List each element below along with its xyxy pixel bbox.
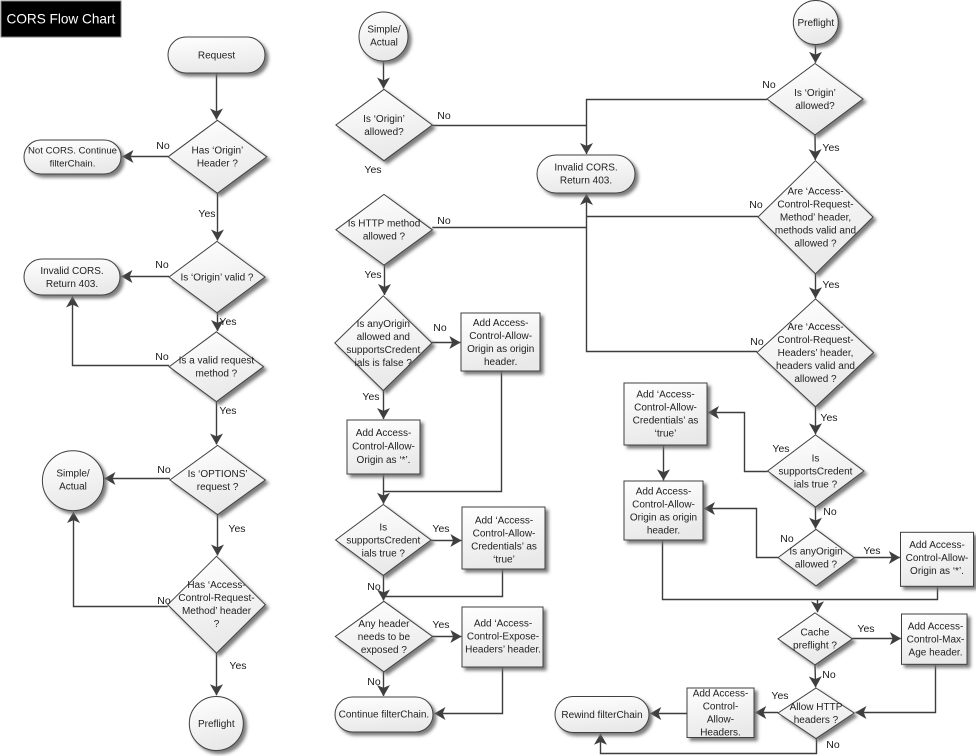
- svg-text:Yes: Yes: [229, 660, 246, 672]
- svg-text:Yes: Yes: [822, 142, 839, 154]
- svg-text:Invalid CORS.Return 403.: Invalid CORS.Return 403.: [554, 162, 617, 186]
- svg-text:Continue filterChain.: Continue filterChain.: [339, 710, 430, 721]
- svg-text:No: No: [749, 199, 763, 211]
- svg-text:Is ‘OPTIONS’request ?: Is ‘OPTIONS’request ?: [188, 469, 248, 493]
- svg-text:No: No: [750, 336, 764, 348]
- svg-text:Request: Request: [198, 50, 235, 61]
- svg-text:Rewind filterChain: Rewind filterChain: [561, 710, 642, 721]
- svg-text:No: No: [156, 140, 170, 152]
- svg-text:No: No: [155, 259, 169, 271]
- svg-text:Add Access-Control-Allow-Origi: Add Access-Control-Allow-Origin as ‘*’.: [906, 540, 969, 577]
- svg-text:Yes: Yes: [771, 690, 788, 702]
- svg-text:Add Access-Control-Max-Age hea: Add Access-Control-Max-Age header.: [907, 622, 965, 659]
- svg-text:Yes: Yes: [219, 316, 236, 328]
- svg-text:Has ‘Origin’Header ?: Has ‘Origin’Header ?: [192, 146, 244, 170]
- svg-text:CORS Flow Chart: CORS Flow Chart: [7, 12, 116, 27]
- svg-text:Yes: Yes: [432, 523, 449, 535]
- svg-text:No: No: [437, 215, 451, 227]
- svg-text:Add ‘Access-Control-Allow-Cred: Add ‘Access-Control-Allow-Credentials’ a…: [633, 389, 699, 439]
- svg-text:No: No: [157, 595, 171, 607]
- svg-text:No: No: [823, 506, 837, 518]
- svg-text:Preflight: Preflight: [797, 18, 834, 29]
- svg-text:No: No: [367, 581, 381, 593]
- svg-text:Yes: Yes: [863, 545, 880, 557]
- svg-text:No: No: [762, 79, 776, 91]
- svg-text:Add ‘Access-Control-Expose-Hea: Add ‘Access-Control-Expose-Headers’ head…: [465, 618, 541, 655]
- svg-text:Add Access-Control-Allow-Origi: Add Access-Control-Allow-Origin as origi…: [630, 486, 697, 536]
- svg-text:Add Access-Control-Allow-Origi: Add Access-Control-Allow-Origin as origi…: [467, 318, 534, 368]
- svg-text:Yes: Yes: [198, 208, 215, 220]
- svg-text:No: No: [367, 676, 381, 688]
- svg-text:Yes: Yes: [364, 269, 381, 281]
- svg-text:Invalid CORS.Return 403.: Invalid CORS.Return 403.: [40, 266, 103, 290]
- svg-text:Preflight: Preflight: [198, 719, 235, 730]
- svg-text:Yes: Yes: [857, 623, 874, 635]
- svg-text:Is ‘Origin’allowed?: Is ‘Origin’allowed?: [363, 114, 405, 138]
- svg-text:Yes: Yes: [364, 164, 381, 176]
- svg-text:No: No: [826, 739, 840, 751]
- svg-text:No: No: [822, 669, 836, 681]
- svg-text:No: No: [437, 110, 451, 122]
- svg-text:Add Access-Control-Allow-Heade: Add Access-Control-Allow-Headers.: [693, 689, 749, 739]
- svg-text:Yes: Yes: [772, 443, 789, 455]
- svg-text:No: No: [157, 464, 171, 476]
- svg-text:No: No: [433, 322, 447, 334]
- svg-text:Yes: Yes: [219, 405, 236, 417]
- svg-text:No: No: [780, 533, 794, 545]
- svg-text:Simple/Actual: Simple/Actual: [56, 468, 90, 492]
- svg-text:Yes: Yes: [228, 523, 245, 535]
- svg-text:No: No: [155, 351, 169, 363]
- svg-text:Simple/Actual: Simple/Actual: [367, 24, 401, 48]
- svg-text:Add Access-Control-Allow-Origi: Add Access-Control-Allow-Origin as ‘*’.: [352, 428, 415, 466]
- svg-text:Is ‘Origin’ valid ?: Is ‘Origin’ valid ?: [181, 272, 254, 283]
- svg-text:Yes: Yes: [822, 279, 839, 291]
- svg-text:Are ‘Access-Control-Request-He: Are ‘Access-Control-Request-Headers’ hea…: [776, 322, 855, 385]
- svg-text:Yes: Yes: [820, 412, 837, 424]
- svg-text:Add ‘Access-Control-Allow-Cred: Add ‘Access-Control-Allow-Credentials’ a…: [471, 515, 537, 565]
- svg-text:Are ‘Access-Control-Request-Me: Are ‘Access-Control-Request-Method’ head…: [775, 186, 856, 249]
- svg-text:Has ‘Access-Control-Request-Me: Has ‘Access-Control-Request-Method’ head…: [178, 580, 254, 630]
- svg-text:Yes: Yes: [362, 391, 379, 403]
- svg-text:Yes: Yes: [432, 619, 449, 631]
- svg-text:Is ‘Origin’allowed?: Is ‘Origin’allowed?: [794, 88, 836, 112]
